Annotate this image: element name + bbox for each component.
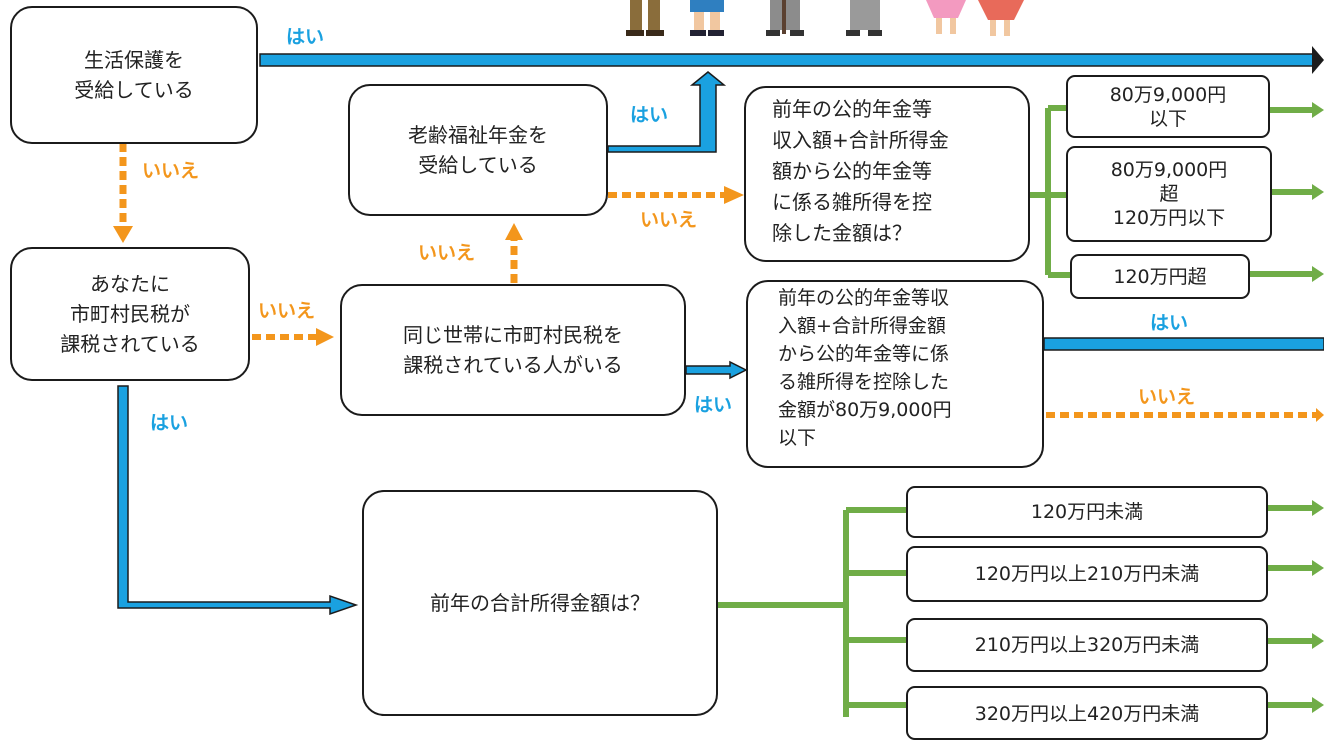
label-no-municipal: いいえ xyxy=(258,300,316,322)
option-over-1-2m: 120万円超 xyxy=(1070,254,1250,299)
option-up-to-809k: 80万9,000円 以下 xyxy=(1066,75,1270,138)
node-pension-income-809: 前年の公的年金等収 入額+合計所得金額 から公的年金等に係 る雑所得を控除した … xyxy=(746,280,1044,468)
label-yes-old-age: はい xyxy=(630,104,669,126)
label-no-809k: いいえ xyxy=(1138,386,1196,408)
node-old-age-pension: 老齢福祉年金を 受給している xyxy=(348,84,608,216)
node-municipal-tax: あなたに 市町村民税が 課税されている xyxy=(10,247,250,381)
label-yes-welfare: はい xyxy=(286,26,325,48)
option-3-2m-to-4-2m: 320万円以上420万円未満 xyxy=(906,686,1268,740)
flowchart-connectors xyxy=(113,0,1324,717)
node-total-income-question: 前年の合計所得金額は？ xyxy=(362,490,718,716)
option-2-1m-to-3-2m: 210万円以上320万円未満 xyxy=(906,618,1268,672)
node-welfare: 生活保護を 受給している xyxy=(10,6,258,144)
label-yes-municipal: はい xyxy=(150,412,189,434)
people-illustration xyxy=(626,0,1024,36)
label-no-welfare: いいえ xyxy=(142,160,200,182)
option-809k-to-1-2m: 80万9,000円 超 120万円以下 xyxy=(1066,146,1272,242)
option-under-1-2m: 120万円未満 xyxy=(906,486,1268,538)
yes-arrows xyxy=(117,46,1324,616)
label-yes-household: はい xyxy=(694,394,733,416)
branch-connectors xyxy=(718,105,1316,717)
node-household: 同じ世帯に市町村民税を 課税されている人がいる xyxy=(340,284,686,416)
option-1-2m-to-2-1m: 120万円以上210万円未満 xyxy=(906,546,1268,602)
label-no-old-age: いいえ xyxy=(640,209,698,231)
branch-arrowheads xyxy=(1312,102,1324,713)
no-arrows xyxy=(113,143,1324,422)
label-yes-809k: はい xyxy=(1150,312,1189,334)
label-no-household: いいえ xyxy=(418,242,476,264)
node-pension-income-question: 前年の公的年金等 収入額+合計所得金 額から公的年金等 に係る雑所得を控 除した… xyxy=(744,86,1030,262)
